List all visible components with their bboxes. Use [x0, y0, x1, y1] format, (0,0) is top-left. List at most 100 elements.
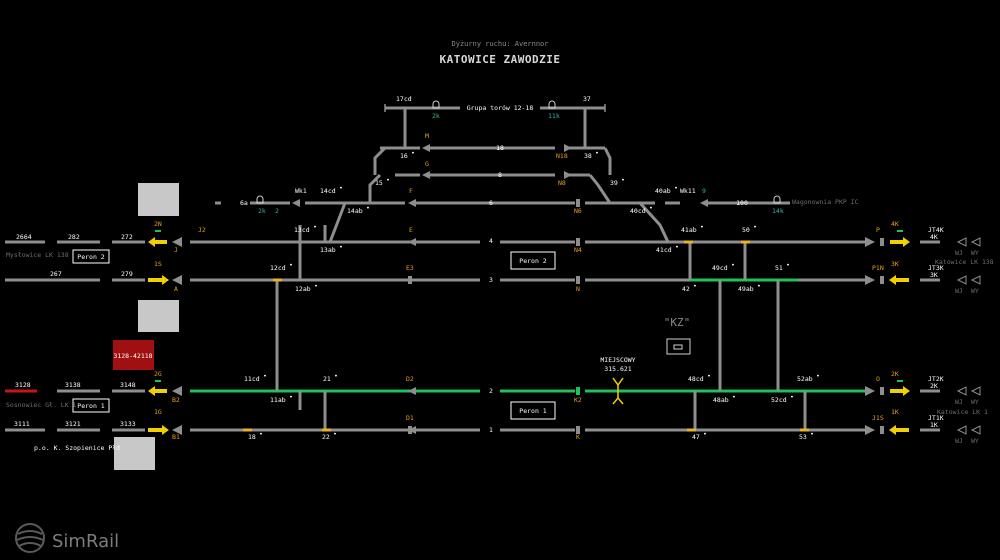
switch-dot-s14cd: • [339, 184, 343, 192]
switch-dot-s52cd: • [790, 393, 794, 401]
switch-s38: 38 [584, 152, 592, 160]
train-number-box[interactable] [113, 340, 154, 370]
switch-dot-s49ab: • [757, 282, 761, 290]
track-number-t100: 100 [736, 199, 748, 207]
signal-label-sg2G: 2G [154, 370, 162, 378]
peron-1-center-box [510, 401, 556, 420]
switch-dot-s22: • [333, 430, 337, 438]
kz-button[interactable] [666, 338, 691, 355]
switch-dot-s39: • [621, 176, 625, 184]
dest-katowice-138: Katowice LK 138 [935, 258, 994, 266]
track-number-t8: 8 [498, 171, 502, 179]
peron-2-center: Peron 2 [519, 257, 546, 265]
kz-label: "KZ" [664, 316, 691, 329]
switch-s52cd: 52cd [771, 396, 787, 404]
dest-wagonownia: Wagonownia PKP IC [792, 198, 859, 206]
signal-label-sgK2: K2 [574, 396, 582, 404]
block-b3148: 3148 [120, 381, 136, 389]
signal-2G-icon[interactable] [148, 386, 167, 396]
block-b17cd: 17cd [396, 95, 412, 103]
signal-label-sg2k2: 2k [258, 207, 266, 215]
signal-label-sgF: F [409, 187, 413, 195]
block-b37: 37 [583, 95, 591, 103]
dispatcher-label: Dyżurny ruchu: Avernnor [451, 40, 549, 48]
dest-sosnowiec: Sosnowiec Gł. LK 1 [6, 401, 77, 409]
signal-label-sg1S: 1S [154, 260, 162, 268]
insulated-joints [408, 199, 884, 434]
signal-1K-icon[interactable] [889, 425, 909, 435]
signal-2K-icon[interactable] [890, 386, 910, 396]
grey-panel-bottom[interactable] [114, 437, 155, 470]
switch-s22: 22 [322, 433, 330, 441]
switch-s21: 21 [323, 375, 331, 383]
signal-label-sgP1N: P1N [872, 264, 884, 272]
switch-markers [243, 240, 809, 432]
peron-2-left: Peron 2 [77, 253, 104, 261]
direction-arrows-right [956, 237, 981, 435]
switch-s11cd: 11cd [244, 375, 260, 383]
peron-1-left: Peron 1 [77, 402, 104, 410]
switch-dot-s14ab: • [366, 204, 370, 212]
signal-label-sgWk11: Wk11 [680, 187, 696, 195]
block-b282: 282 [68, 233, 80, 241]
switch-dot-s50: • [753, 223, 757, 231]
signal-label-sgD1: D1 [406, 414, 414, 422]
grey-panel-top[interactable] [138, 183, 179, 216]
switch-dot-s12cd: • [289, 261, 293, 269]
exit-r1K-a: JT1K [928, 414, 944, 422]
switch-dot-s12ab: • [314, 282, 318, 290]
switch-s52ab: 52ab [797, 375, 813, 383]
exit-r3K-wj: WJ [955, 287, 963, 295]
switch-s49cd: 49cd [712, 264, 728, 272]
signal-label-sgO: O [876, 375, 880, 383]
track-number-t3: 3 [489, 276, 493, 284]
switch-s49ab: 49ab [738, 285, 754, 293]
block-b3133: 3133 [120, 420, 136, 428]
grey-panel-middle[interactable] [138, 300, 179, 332]
signal-1S-icon[interactable] [148, 275, 169, 285]
block-b272: 272 [121, 233, 133, 241]
signal-1G-icon[interactable] [148, 425, 169, 435]
dest-katowice-1: Katowice LK 1 [937, 408, 988, 416]
signal-label-sgWk1: Wk1 [295, 187, 307, 195]
exit-r2K-wy: WY [971, 398, 979, 406]
switch-dot-s11ab: • [289, 393, 293, 401]
switch-dot-s11cd: • [263, 372, 267, 380]
signal-label-sgG: G [425, 160, 429, 168]
dest-szopienice: p.o. K. Szopienice Płd [34, 444, 120, 452]
switch-dot-s40cd: • [649, 204, 653, 212]
switch-s14ab: 14ab [347, 207, 363, 215]
switch-s41cd: 41cd [656, 246, 672, 254]
switch-s53: 53 [799, 433, 807, 441]
signal-4K-icon[interactable] [890, 237, 910, 247]
track-number-t6: 6 [489, 199, 493, 207]
signal-label-sgA: A [174, 285, 178, 293]
peron-1-center: Peron 1 [519, 407, 546, 415]
exit-r4K-wj: WJ [955, 249, 963, 257]
block-b3121: 3121 [65, 420, 81, 428]
signal-label-sgN4: N4 [574, 246, 582, 254]
signal-labels: MN18GN8FN6EN4E3ND2K2D1KJ2JAB2B12N1S2G1GP… [154, 112, 899, 441]
signal-label-sg11k: 11k [548, 112, 560, 120]
switch-dot-s47: • [703, 430, 707, 438]
peron-1-left-box [72, 398, 110, 413]
signal-label-sg2: 2 [275, 207, 279, 215]
shunt-icons [256, 100, 781, 204]
signal-3K-icon[interactable] [889, 275, 909, 285]
signal-label-sg3K: 3K [891, 260, 899, 268]
miejscowy-signal-icon[interactable] [612, 377, 624, 405]
signal-label-sgM: M [425, 132, 429, 140]
switch-s11ab: 11ab [270, 396, 286, 404]
simrail-logo [15, 523, 45, 553]
switch-s14cd: 14cd [320, 187, 336, 195]
switch-s48cd: 48cd [688, 375, 704, 383]
switch-dot-s40ab: • [674, 184, 678, 192]
switch-dot-s18: • [259, 430, 263, 438]
switch-dot-s16: • [411, 149, 415, 157]
entry-signals-left [148, 230, 169, 435]
switch-dot-s13cd: • [313, 223, 317, 231]
signal-2N-icon[interactable] [148, 237, 167, 247]
switch-dot-s52ab: • [816, 372, 820, 380]
